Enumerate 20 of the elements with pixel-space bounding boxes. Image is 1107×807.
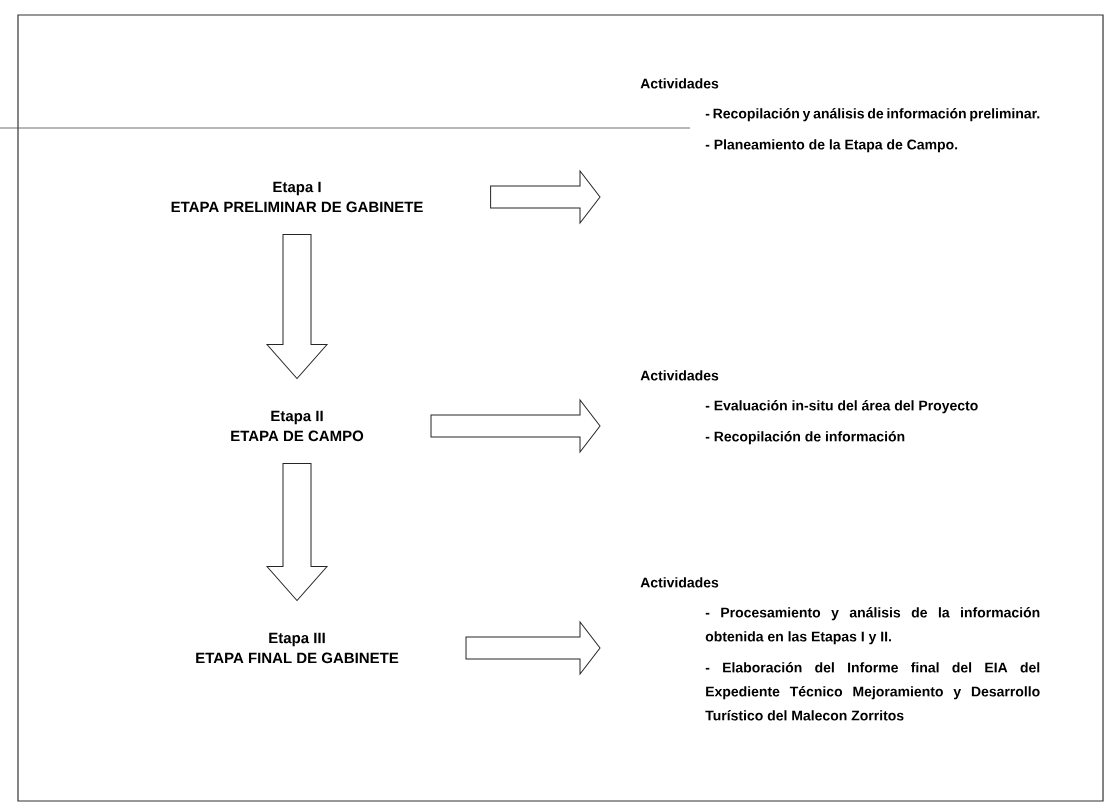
block-arrow [430,399,601,453]
block-arrow [266,233,328,380]
list-item: - Evaluación in-situ del área del Proyecto [705,400,978,414]
block-arrow [266,462,328,602]
stage-number: Etapa III [269,632,325,647]
block-arrow [465,621,601,675]
list-item: - Planeamiento de la Etapa de Campo. [705,139,958,153]
stage-title: ETAPA FINAL DE GABINETE [196,652,399,664]
section-heading: Actividades [640,577,719,588]
block-arrow [490,170,601,224]
stage-number: Etapa II [271,410,323,425]
list-item: - Procesamiento y análisis de la información obtenida en las Etapas I y II. [705,607,1040,645]
stage-title: ETAPA DE CAMPO [231,430,364,442]
stage-number: Etapa I [273,181,321,196]
stage-title: ETAPA PRELIMINAR DE GABINETE [171,201,423,213]
section-heading: Actividades [640,370,719,381]
list-item: - Recopilación de información [705,431,905,445]
list-item: - Elaboración del Informe final del EIA del Expediente Técnico Mejoramiento y Desarrollo Turístico del Malecon Zorritos [705,662,1040,721]
section-heading: Actividades [640,78,719,89]
list-item: - Recopilación y análisis de información preliminar. [705,108,1040,122]
